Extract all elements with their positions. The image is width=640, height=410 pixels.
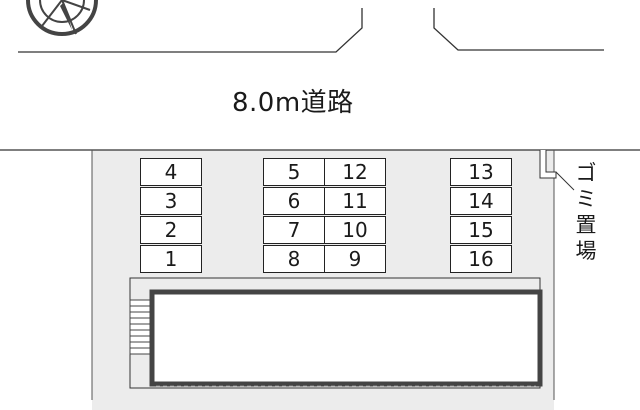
garbage-area-box: [539, 150, 557, 179]
road-label: 8.0m道路: [232, 88, 354, 118]
site-lines: [0, 0, 640, 400]
garbage-label-char: ミ: [575, 187, 597, 211]
garbage-label-char: ゴ: [575, 161, 597, 185]
compass-icon: [26, 0, 98, 36]
road-edge-left: [18, 8, 363, 53]
garbage-leader-line: [555, 171, 575, 191]
parking-space: 10: [324, 216, 386, 244]
building: [149, 289, 543, 387]
garbage-area-label: ゴ ミ 置 場: [572, 160, 600, 264]
parking-space: 2: [140, 216, 202, 244]
parking-space: 9: [324, 245, 386, 273]
parking-space: 5: [263, 158, 325, 186]
parking-space: 1: [140, 245, 202, 273]
parking-space: 12: [324, 158, 386, 186]
garbage-label-char: 置: [575, 213, 597, 237]
parking-space: 14: [450, 187, 512, 215]
road-edge-right: [433, 8, 604, 51]
parking-space: 7: [263, 216, 325, 244]
parking-space: 13: [450, 158, 512, 186]
parking-space: 16: [450, 245, 512, 273]
stairs-icon: [129, 299, 151, 355]
parking-space: 8: [263, 245, 325, 273]
parking-space: 6: [263, 187, 325, 215]
parking-space: 4: [140, 158, 202, 186]
parking-space: 15: [450, 216, 512, 244]
garbage-label-char: 場: [575, 239, 597, 263]
parking-space: 11: [324, 187, 386, 215]
parking-space: 3: [140, 187, 202, 215]
